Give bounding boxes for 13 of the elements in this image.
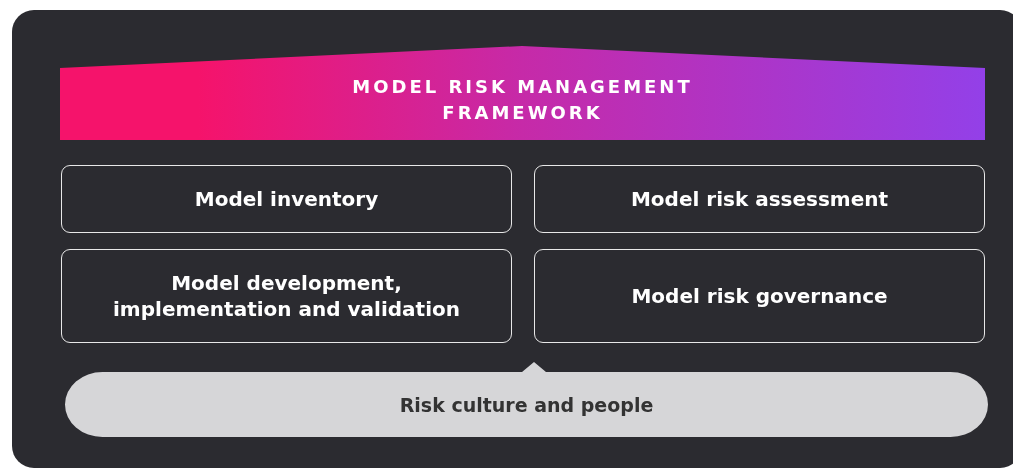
foundation-bar [65, 362, 988, 437]
box-label: Model development, implementation and validation [112, 270, 461, 322]
framework-panel [12, 10, 1013, 468]
box-label: Model inventory [194, 186, 379, 212]
framework-box [61, 249, 512, 343]
roof-banner [60, 46, 985, 140]
foundation-label: Risk culture and people [399, 392, 654, 418]
framework-box [534, 249, 985, 343]
box-label: Model risk assessment [630, 186, 889, 212]
banner-heading: MODEL RISK MANAGEMENT FRAMEWORK [351, 75, 694, 125]
framework-box [534, 165, 985, 233]
box-label: Model risk governance [631, 283, 888, 309]
framework-box [61, 165, 512, 233]
